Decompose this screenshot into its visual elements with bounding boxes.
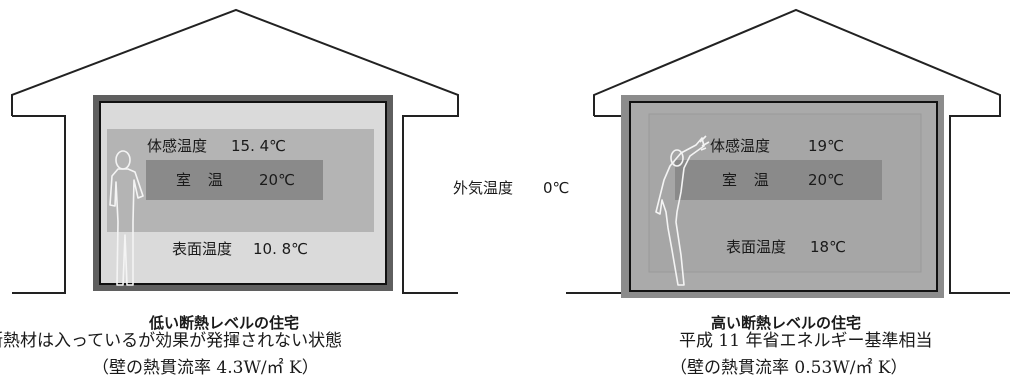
low-house-roof <box>11 8 459 294</box>
stretching-person-icon <box>655 135 710 286</box>
low-felt-temperature-label: 体感温度 <box>147 137 208 155</box>
high-surface-temperature-value: 18℃ <box>810 238 846 256</box>
high-surface-temperature-label: 表面温度 <box>726 238 787 256</box>
high-house-description: 平成 11 年省エネルギー基準相当 <box>679 331 933 351</box>
low-room-temperature-value: 20℃ <box>259 171 295 189</box>
standing-person-icon <box>109 150 144 286</box>
low-house-eave-left <box>12 115 66 294</box>
high-room-temperature-zone <box>675 160 882 200</box>
outside-temperature-label: 外気温度 <box>453 179 514 197</box>
high-room-temperature-value: 20℃ <box>808 171 844 189</box>
high-insulation-house <box>566 8 1010 298</box>
high-felt-temperature-value: 19℃ <box>808 137 844 155</box>
low-insulation-house <box>11 8 459 294</box>
low-house-spec: （壁の熱貫流率 4.3W/㎡ K） <box>92 358 319 378</box>
low-surface-temperature-value: 10. 8℃ <box>253 240 309 258</box>
high-felt-temperature-label: 体感温度 <box>710 137 771 155</box>
outside-temperature-value: 0℃ <box>543 179 570 197</box>
high-house-spec: （壁の熱貫流率 0.53W/㎡ K） <box>670 358 908 378</box>
low-felt-temperature-value: 15. 4℃ <box>231 137 287 155</box>
high-room-temperature-label: 室 温 <box>722 171 775 189</box>
low-room-temperature-zone <box>146 160 323 200</box>
high-house-roof <box>593 8 1010 294</box>
low-room-temperature-label: 室 温 <box>176 171 229 189</box>
low-surface-temperature-label: 表面温度 <box>172 240 233 258</box>
low-house-title: 低い断熱レベルの住宅 <box>149 314 300 332</box>
low-house-description: 断熱材は入っているが効果が発揮されない状態 <box>0 331 343 351</box>
high-house-title: 高い断熱レベルの住宅 <box>711 314 862 332</box>
